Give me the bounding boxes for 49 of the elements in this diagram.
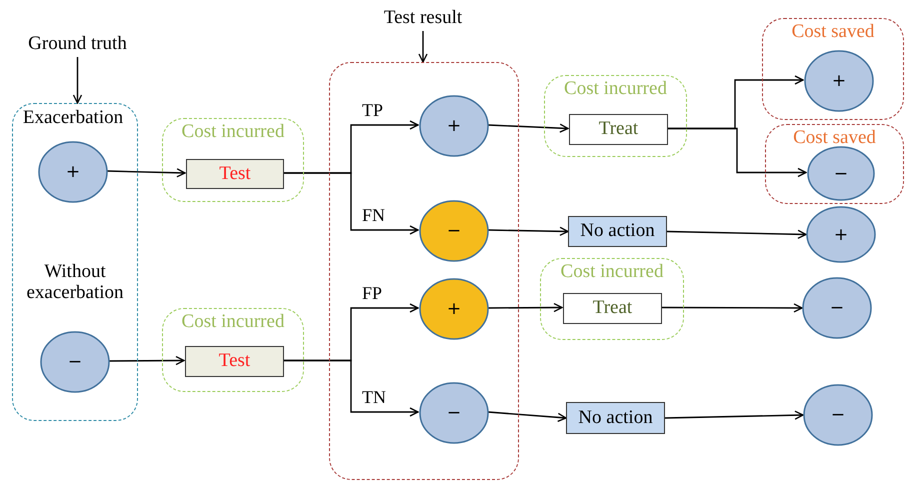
arrow [283,360,419,417]
dashed-group [329,62,519,480]
sign-label: + [832,71,846,91]
process-box: Treat [569,114,668,145]
group-label: Cost incurred [563,78,668,100]
category-label: Exacerbation [22,107,124,128]
arrow [661,303,803,313]
dashed-group [12,103,138,421]
arrow [664,410,804,420]
group-label: Cost incurred [180,311,286,333]
arrow [488,124,569,133]
sign-label: + [446,299,462,319]
heading-label: Test result [368,5,478,31]
sign-label: + [834,224,848,244]
sign-label: − [834,164,848,184]
arrow [667,128,807,178]
group-label: Cost saved [790,21,876,43]
process-box: No action [568,216,667,247]
dashed-group [162,118,304,202]
sign-label: − [830,298,844,318]
arrow [488,411,567,422]
process-box: Test [186,159,284,189]
process-box: No action [566,402,665,434]
group-label: Cost incurred [180,121,286,143]
arrow [418,31,428,63]
sign-label: − [446,403,462,423]
group-label: Cost saved [792,127,877,149]
process-box: Treat [563,293,662,324]
process-box: Test [185,346,284,377]
sign-label: − [68,352,82,372]
sign-label: + [66,162,80,182]
group-label: Cost incurred [560,261,664,283]
arrow [72,57,82,104]
arrow [283,172,419,235]
dashed-group [540,258,684,340]
dashed-group [765,124,904,204]
dashed-group [544,75,687,157]
sign-label: − [830,405,846,425]
arrow [488,226,569,236]
sign-label: + [446,116,462,136]
category-label: Without exacerbation [25,261,125,303]
arrow [109,356,185,366]
heading-label: Ground truth [15,31,140,57]
arrow [106,168,186,178]
arrow [666,230,807,239]
sign-label: − [446,221,462,241]
dashed-group [762,18,904,120]
arrow [488,302,563,312]
dashed-group [162,308,304,392]
